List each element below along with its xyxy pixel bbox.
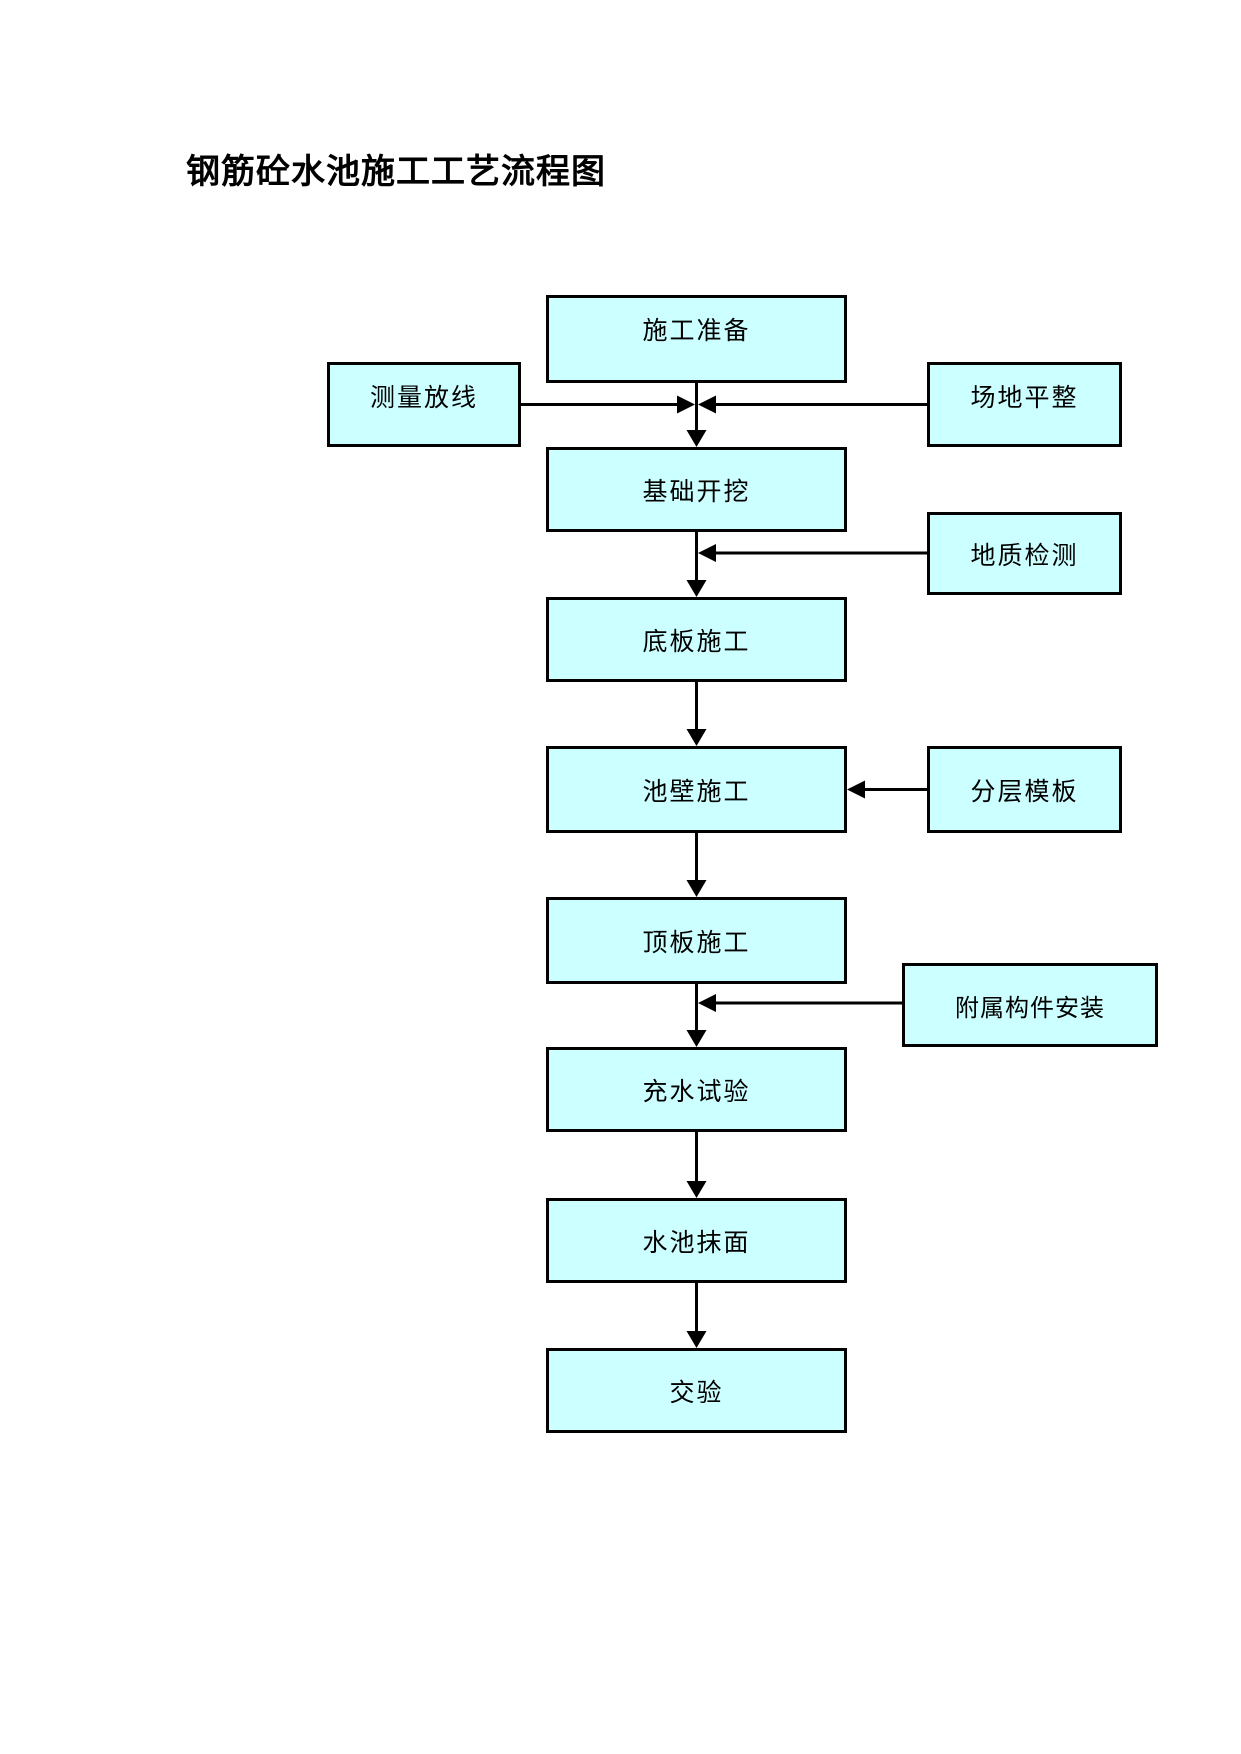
page-title: 钢筋砼水池施工工艺流程图 [186,153,606,191]
flow-box-layered-formwork: 分层模板 [927,746,1122,833]
arrowhead-down-topslab-icon [686,880,707,897]
flow-box-label: 场地平整 [970,384,1079,412]
flow-box-pool-plastering: 水池抹面 [546,1198,847,1283]
flow-box-geological-inspection: 地质检测 [927,512,1122,595]
flow-box-label: 分层模板 [970,777,1079,806]
arrowhead-down-watertest-icon [686,1030,707,1047]
flow-box-accessory-installation: 附属构件安装 [902,963,1158,1047]
flow-box-label: 附属构件安装 [955,994,1105,1022]
flow-box-survey-layout: 测量放线 [327,362,521,447]
flow-box-label: 交验 [669,1378,724,1407]
arrowhead-down-excavation-icon [686,430,707,447]
arrowhead-left-wall-icon [847,780,865,799]
arrowhead-down-wall-icon [686,729,707,746]
flow-box-construction-preparation: 施工准备 [546,295,847,383]
flow-box-base-slab-construction: 底板施工 [546,597,847,682]
arrowhead-right-junction1-icon [677,395,695,414]
flow-box-handover-inspection: 交验 [546,1348,847,1433]
arrowhead-left-junction2-icon [698,544,716,562]
flow-box-label: 水池抹面 [642,1228,751,1257]
flow-box-pool-wall-construction: 池壁施工 [546,746,847,833]
flow-box-top-slab-construction: 顶板施工 [546,897,847,984]
arrowhead-down-handover-icon [686,1331,707,1348]
arrowhead-left-junction4-icon [698,994,716,1012]
flow-box-label: 底板施工 [642,627,751,656]
arrowhead-left-junction1-icon [698,395,716,414]
flow-box-site-leveling: 场地平整 [927,362,1122,447]
flow-box-label: 顶板施工 [642,928,751,957]
flow-box-label: 基础开挖 [642,477,751,506]
flow-box-label: 测量放线 [369,384,478,412]
arrowhead-down-baseslab-icon [686,580,707,597]
flow-box-label: 施工准备 [642,317,751,345]
flow-box-foundation-excavation: 基础开挖 [546,447,847,532]
flow-box-label: 池壁施工 [642,777,751,806]
arrowhead-down-plastering-icon [686,1181,707,1198]
flow-box-water-filling-test: 充水试验 [546,1047,847,1132]
flow-box-label: 地质检测 [970,541,1079,570]
flow-box-label: 充水试验 [642,1077,751,1106]
